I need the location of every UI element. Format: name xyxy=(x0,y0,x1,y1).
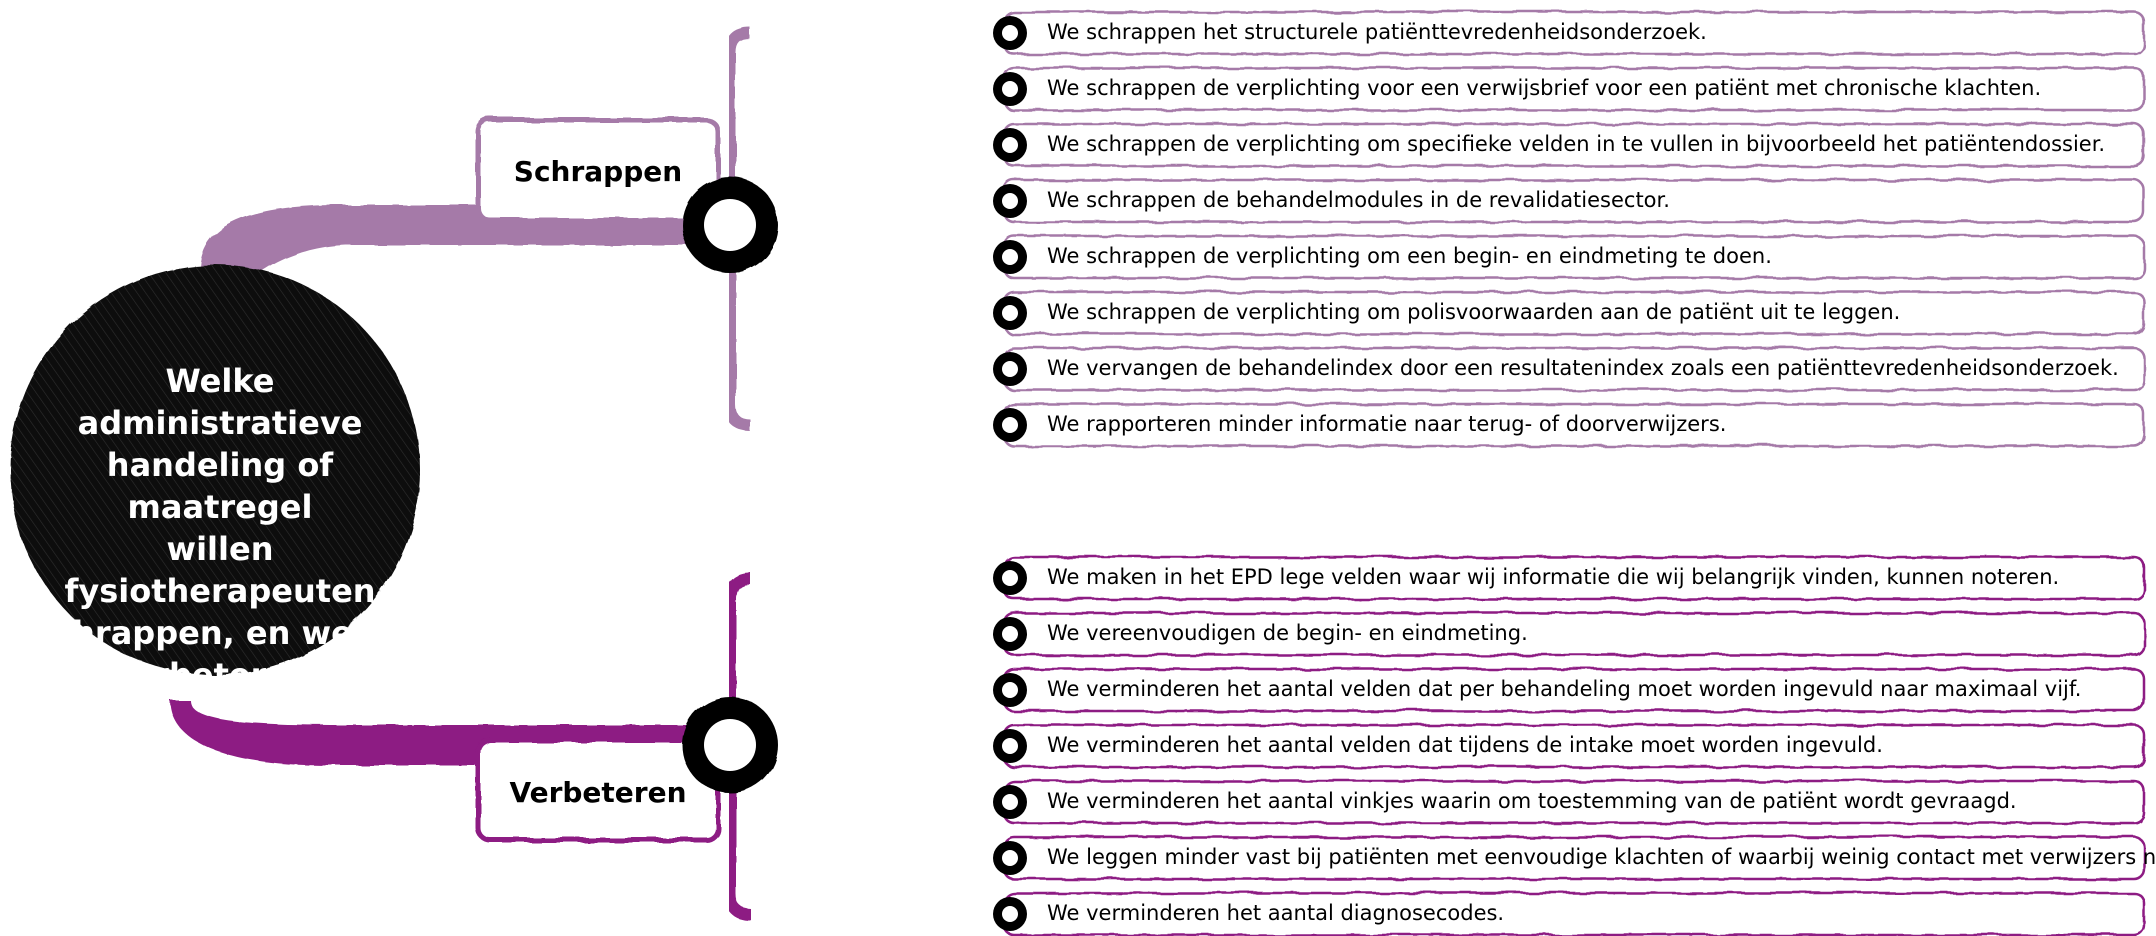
main-connector xyxy=(200,205,690,300)
item-text: We verminderen het aantal vinkjes waarin… xyxy=(1047,789,2017,813)
item-text: We schrappen het structurele patiënttevr… xyxy=(1047,20,1707,44)
hub-hole xyxy=(704,719,756,771)
item-text: We maken in het EPD lege velden waar wij… xyxy=(1047,565,2060,589)
item-bullet-hole xyxy=(1002,417,1018,433)
item-bullet-hole xyxy=(1002,81,1018,97)
branch-hubs xyxy=(682,177,778,793)
item-text: We schrappen de behandelmodules in de re… xyxy=(1047,188,1670,212)
center-question-line: verbeteren? xyxy=(110,656,330,694)
branch-label-schrappen: Schrappen xyxy=(513,155,683,188)
branch-label-box xyxy=(475,117,721,223)
item-text: We vereenvoudigen de begin- en eindmetin… xyxy=(1047,621,1528,645)
item-text: We verminderen het aantal diagnosecodes. xyxy=(1047,901,1505,925)
center-question-line: schrappen, en welke xyxy=(34,614,406,652)
center-question-line: administratieve xyxy=(77,404,363,442)
item-boxes xyxy=(993,10,2146,936)
item-bullet-hole xyxy=(1002,570,1018,586)
item-bullet-hole xyxy=(1002,906,1018,922)
item-text: We verminderen het aantal velden dat per… xyxy=(1047,677,2082,701)
item-bullet-hole xyxy=(1002,850,1018,866)
branch-label-verbeteren: Verbeteren xyxy=(509,776,687,809)
item-text: We schrappen de verplichting voor een ve… xyxy=(1047,76,2042,100)
item-text: We schrappen de verplichting om polisvoo… xyxy=(1047,300,1901,324)
item-bullet-hole xyxy=(1002,249,1018,265)
item-bullet-hole xyxy=(1002,193,1018,209)
item-text: We schrappen de verplichting om een begi… xyxy=(1047,244,1772,268)
center-question-line: handeling of maatregel xyxy=(106,446,334,526)
item-bullet-hole xyxy=(1002,361,1018,377)
item-bullet-hole xyxy=(1002,682,1018,698)
item-bullet-hole xyxy=(1002,738,1018,754)
center-hatch xyxy=(10,265,420,675)
item-bullet-hole xyxy=(1002,626,1018,642)
item-text: We schrappen de verplichting om specifie… xyxy=(1047,132,2106,156)
item-bullet-hole xyxy=(1002,305,1018,321)
item-text: We vervangen de behandelindex door een r… xyxy=(1047,356,2119,380)
center-question-line: Welke xyxy=(165,362,275,400)
center-question: Welke administratieve handeling of maatr… xyxy=(20,360,420,696)
item-text: We rapporteren minder informatie naar te… xyxy=(1047,412,1727,436)
item-bullet-hole xyxy=(1002,137,1018,153)
center-node xyxy=(10,265,420,675)
item-bullet-hole xyxy=(1002,794,1018,810)
item-text: We leggen minder vast bij patiënten met … xyxy=(1047,845,2156,869)
center-question-line: willen fysiotherapeuten xyxy=(64,530,376,610)
item-text: We verminderen het aantal velden dat tij… xyxy=(1047,733,1883,757)
hub-hole xyxy=(704,199,756,251)
item-bullet-hole xyxy=(1002,25,1018,41)
